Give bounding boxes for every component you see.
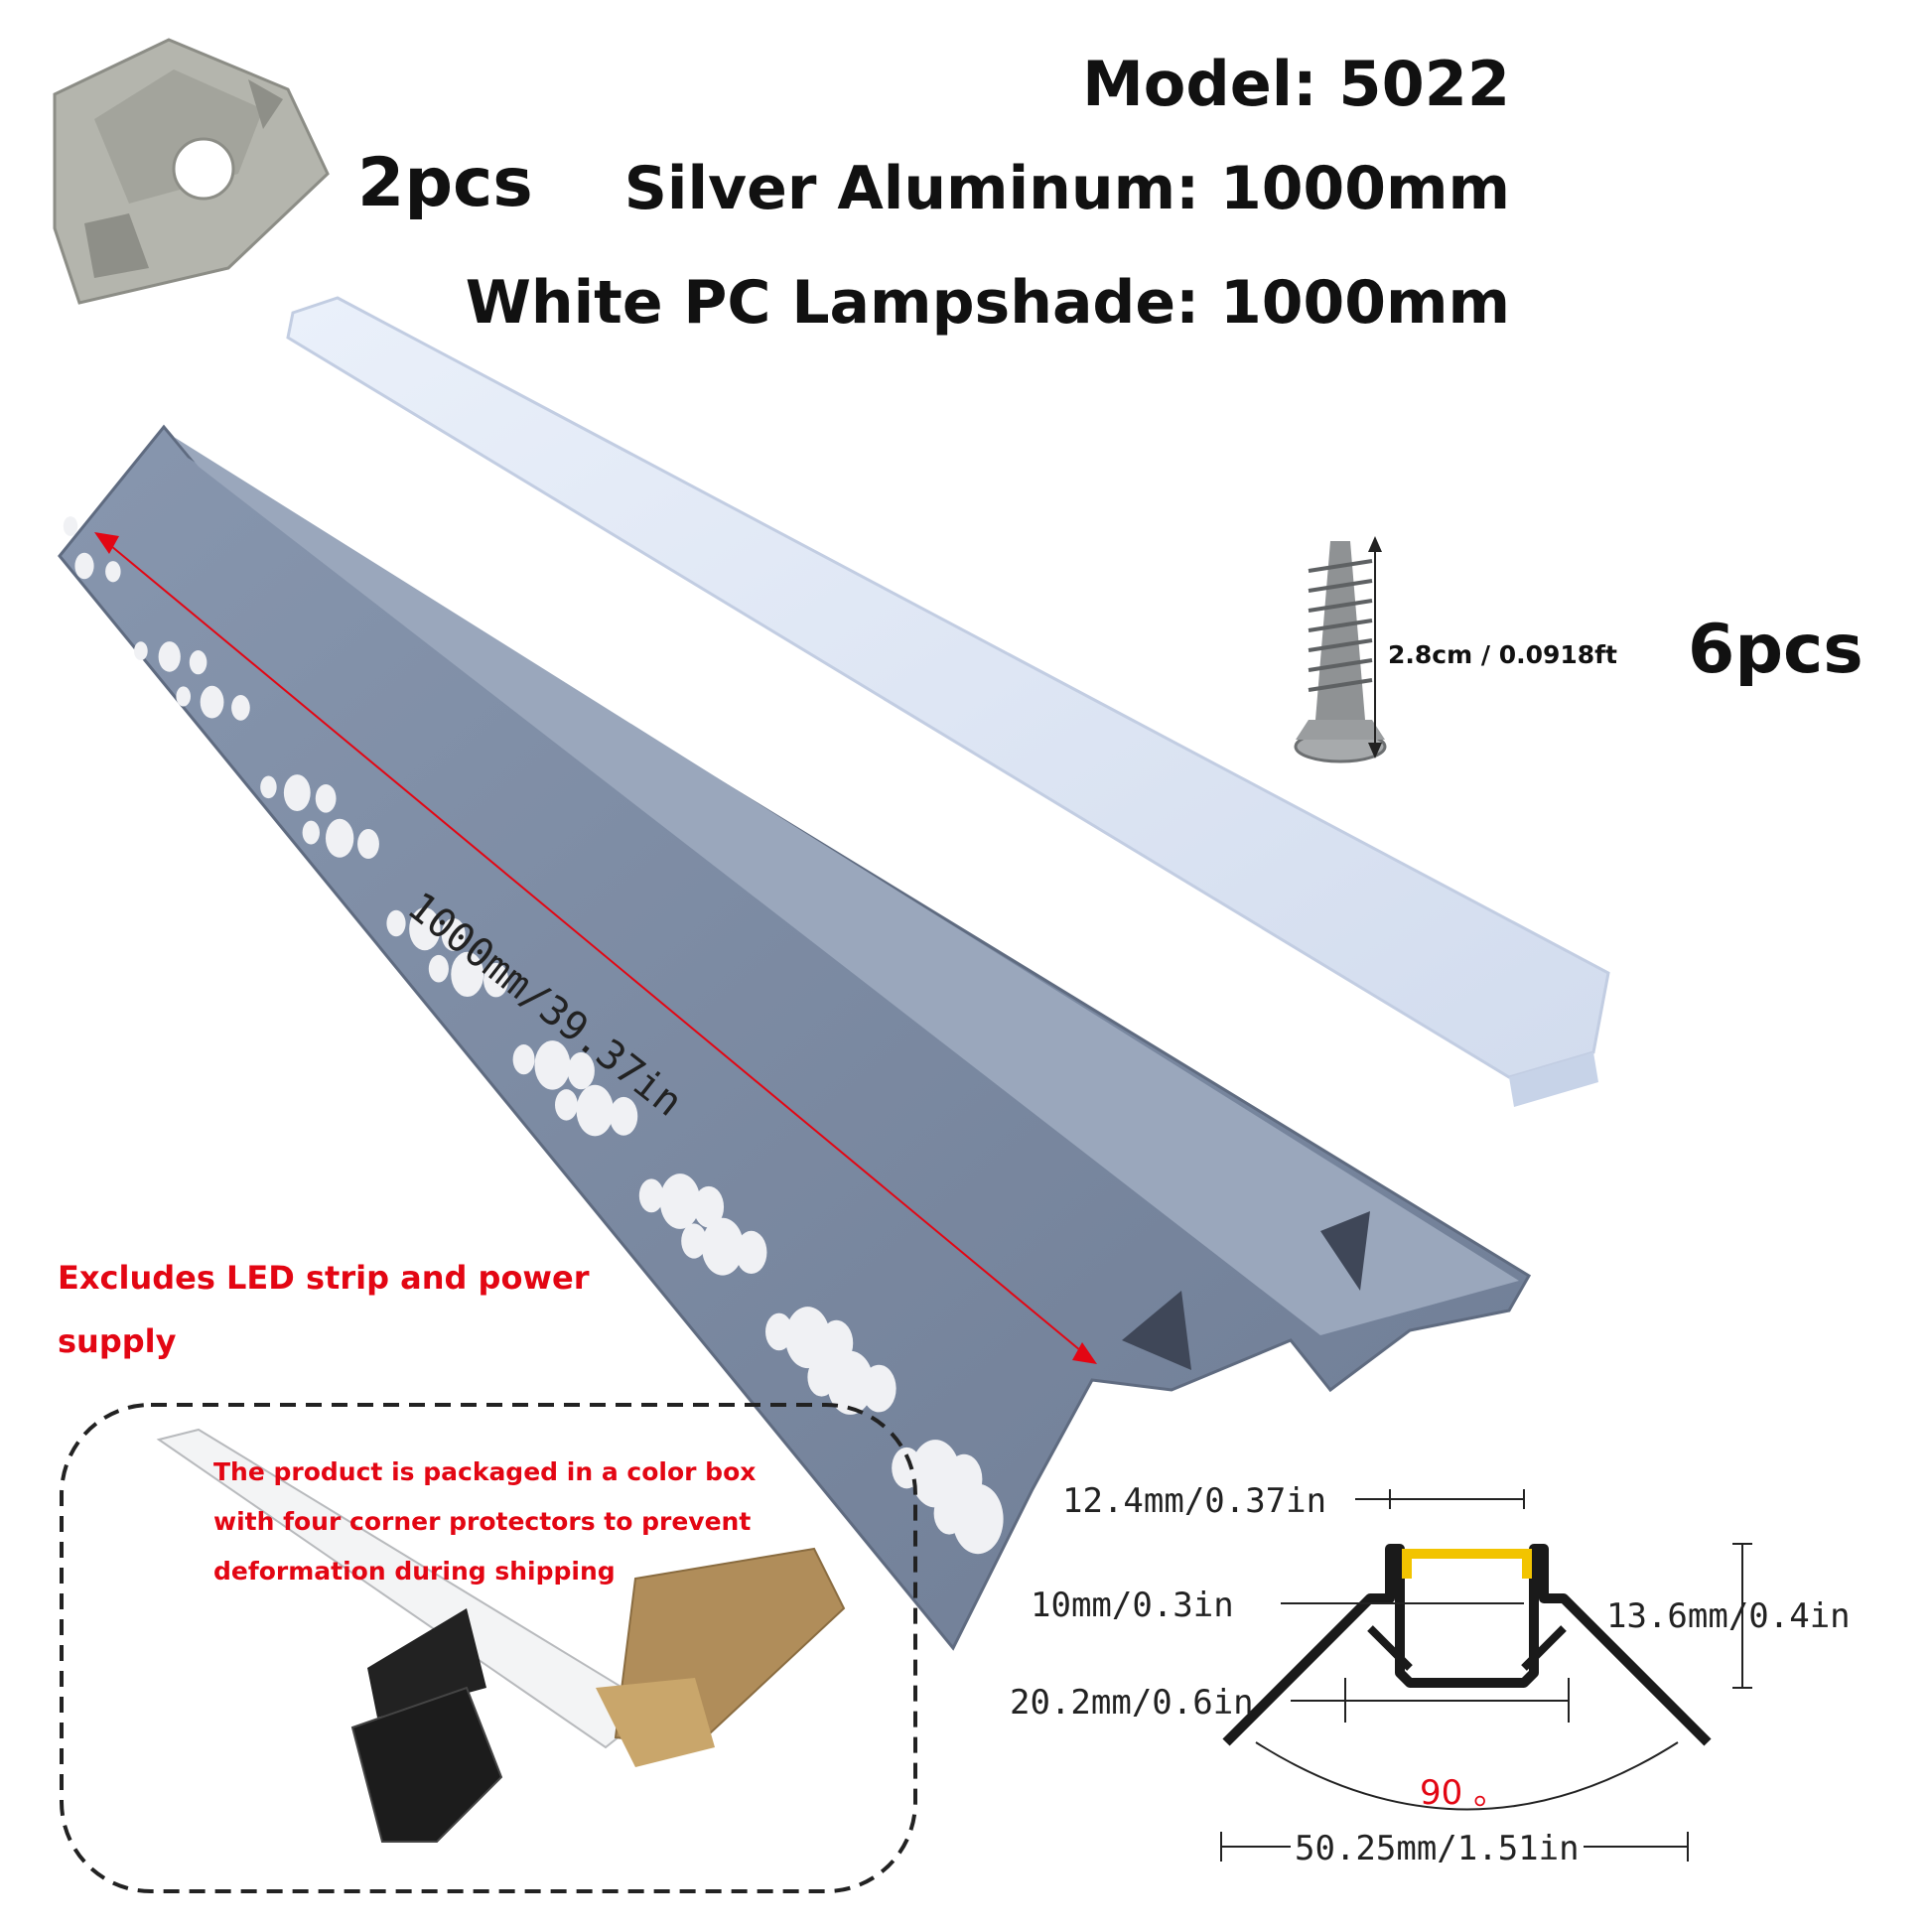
perforation-hole: [176, 686, 192, 707]
length-arrow-head-start: [94, 532, 119, 554]
perforation-hole: [158, 641, 181, 672]
perforation-hole: [74, 552, 94, 580]
perforation-hole: [610, 1096, 638, 1136]
perforation-hole: [231, 695, 250, 721]
length-arrow-head-end: [1072, 1342, 1097, 1364]
perforation-hole: [659, 1173, 701, 1229]
perforation-hole: [302, 820, 320, 845]
perforation-hole: [315, 783, 337, 813]
profile-perforation-holes: [63, 516, 1004, 1555]
packaging-image: [156, 1428, 846, 1843]
perforation-hole: [134, 641, 148, 661]
perforation-hole: [283, 774, 311, 812]
top-width-dimension: 12.4mm/0.37in: [1062, 1481, 1327, 1521]
screw-quantity: 6pcs: [1688, 611, 1863, 689]
screw-size-arrow-top: [1368, 536, 1382, 552]
perforation-hole: [441, 917, 466, 951]
perforation-hole: [325, 818, 354, 858]
perforation-hole: [386, 909, 406, 937]
perforation-hole: [357, 828, 379, 860]
perforation-hole: [63, 516, 78, 536]
perforation-hole: [861, 1364, 897, 1413]
end-cap-image: [53, 38, 330, 305]
perforation-hole: [555, 1089, 578, 1121]
perforation-hole: [534, 1040, 571, 1090]
perforation-hole: [785, 1307, 831, 1369]
perforation-hole: [512, 1044, 535, 1075]
perforation-hole: [428, 954, 449, 983]
perforation-hole: [483, 962, 509, 998]
height-dimension: 13.6mm/0.4in: [1606, 1596, 1851, 1636]
aluminum-length-label: Silver Aluminum: 1000mm: [623, 154, 1510, 223]
lampshade-length-label: White PC Lampshade: 1000mm: [465, 268, 1510, 338]
angle-arc: [1255, 1741, 1679, 1811]
perforation-hole: [638, 1178, 664, 1213]
end-cap-quantity: 2pcs: [357, 144, 533, 222]
lampshade-image: [286, 296, 1610, 1107]
perforation-hole: [952, 1483, 1004, 1555]
perforation-hole: [693, 1185, 725, 1228]
perforation-hole: [735, 1230, 767, 1275]
inner-width-dimension: 10mm/0.3in: [1031, 1586, 1234, 1625]
base-width-dimension: 20.2mm/0.6in: [1010, 1683, 1254, 1723]
packaging-note: The product is packaged in a color box w…: [213, 1457, 757, 1586]
perforation-hole: [200, 685, 224, 719]
cross-section-drawing: [1222, 1544, 1712, 1746]
perforation-hole: [409, 907, 441, 951]
screw-size-label: 2.8cm / 0.0918ft: [1388, 640, 1617, 669]
perforation-hole: [105, 561, 121, 583]
perforation-hole: [260, 775, 277, 799]
model-label: Model: 5022: [1082, 48, 1510, 120]
perforation-hole: [701, 1217, 744, 1276]
screw-size-arrow-bottom: [1368, 743, 1382, 759]
aluminum-profile-image: [58, 424, 1532, 1651]
angle-label: 90 。: [1420, 1773, 1508, 1813]
length-arrow-line: [98, 535, 1093, 1361]
perforation-hole: [567, 1051, 595, 1090]
perforation-hole: [189, 650, 207, 675]
perforation-hole: [681, 1223, 707, 1259]
screw-image: [1294, 541, 1387, 763]
packaging-frame: [60, 1403, 917, 1893]
excludes-note: Excludes LED strip and power supply: [58, 1259, 590, 1360]
perforation-hole: [451, 951, 484, 998]
total-width-dimension: 50.25mm/1.51in: [1291, 1829, 1584, 1868]
perforation-hole: [576, 1084, 615, 1137]
perforation-hole: [827, 1350, 874, 1415]
